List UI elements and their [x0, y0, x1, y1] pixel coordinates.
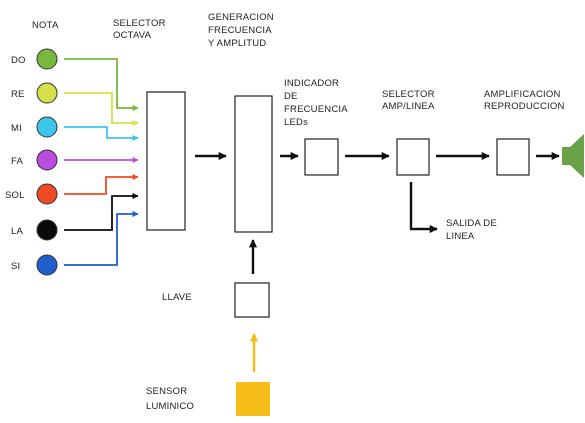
- note-circle-si: [36, 254, 58, 276]
- note-circle-do: [36, 48, 58, 70]
- svg-text:AMPLIFICACION: AMPLIFICACION: [484, 89, 561, 100]
- note-label-sol: SOL: [5, 190, 25, 201]
- note-wire-re: [64, 92, 139, 127]
- note-label-la: LA: [11, 226, 23, 237]
- svg-text:SELECTOR: SELECTOR: [382, 89, 435, 100]
- note-label-re: RE: [11, 89, 25, 100]
- note-circle-sol: [36, 183, 58, 205]
- svg-text:AMP/LINEA: AMP/LINEA: [382, 101, 435, 112]
- nota-header: NOTA: [32, 20, 59, 31]
- note-wire-do: [64, 58, 139, 112]
- note-circle-mi: [36, 116, 58, 138]
- note-wire-sol: [64, 173, 139, 195]
- sensor-label: SENSOR LUMINICO: [146, 386, 194, 412]
- note-label-fa: FA: [11, 156, 23, 167]
- svg-text:Y AMPLITUD: Y AMPLITUD: [208, 38, 266, 49]
- amplificacion-block: [496, 138, 530, 176]
- svg-text:SENSOR: SENSOR: [146, 386, 187, 397]
- note-wire-la: [64, 192, 139, 231]
- selector-amp-block: [396, 138, 430, 176]
- svg-text:LINEA: LINEA: [446, 231, 475, 242]
- llave-block: [234, 282, 270, 318]
- note-circle-la: [36, 219, 58, 241]
- indicador-block: [304, 138, 339, 176]
- selector-amp-label: SELECTOR AMP/LINEA: [382, 89, 435, 112]
- svg-text:SELECTOR: SELECTOR: [113, 18, 166, 29]
- note-label-do: DO: [11, 55, 26, 66]
- svg-text:SALIDA DE: SALIDA DE: [446, 218, 497, 229]
- svg-text:LEDs: LEDs: [284, 117, 308, 128]
- notes-group: DO RE MI FA SOL LA SI: [5, 48, 139, 276]
- salida-label: SALIDA DE LINEA: [446, 218, 497, 242]
- note-wire-si: [64, 210, 139, 266]
- svg-text:INDICADOR: INDICADOR: [284, 78, 339, 89]
- svg-text:OCTAVA: OCTAVA: [113, 30, 152, 41]
- generacion-label: GENERACION FRECUENCIA Y AMPLITUD: [208, 12, 274, 49]
- svg-text:GENERACION: GENERACION: [208, 12, 274, 23]
- llave-label: LLAVE: [162, 292, 192, 303]
- svg-text:REPRODUCCION: REPRODUCCION: [484, 101, 565, 112]
- amplificacion-label: AMPLIFICACION REPRODUCCION: [484, 89, 565, 112]
- selector-octava-label: SELECTOR OCTAVA: [113, 18, 166, 41]
- note-circle-re: [36, 82, 58, 104]
- note-wire-mi: [64, 126, 139, 142]
- indicador-label: INDICADOR DE FRECUENCIA LEDs: [284, 78, 348, 128]
- note-label-si: SI: [11, 261, 20, 272]
- svg-text:LUMINICO: LUMINICO: [146, 401, 194, 412]
- sensor-block: [236, 382, 270, 416]
- selector-octava-block: [146, 91, 186, 231]
- svg-text:FRECUENCIA: FRECUENCIA: [208, 25, 272, 36]
- wire-salida-linea: [409, 182, 438, 234]
- svg-text:DE: DE: [284, 91, 298, 102]
- note-label-mi: MI: [11, 123, 22, 134]
- svg-text:FRECUENCIA: FRECUENCIA: [284, 104, 348, 115]
- note-circle-fa: [36, 149, 58, 171]
- speaker-icon: [562, 134, 584, 178]
- generacion-block: [234, 95, 273, 233]
